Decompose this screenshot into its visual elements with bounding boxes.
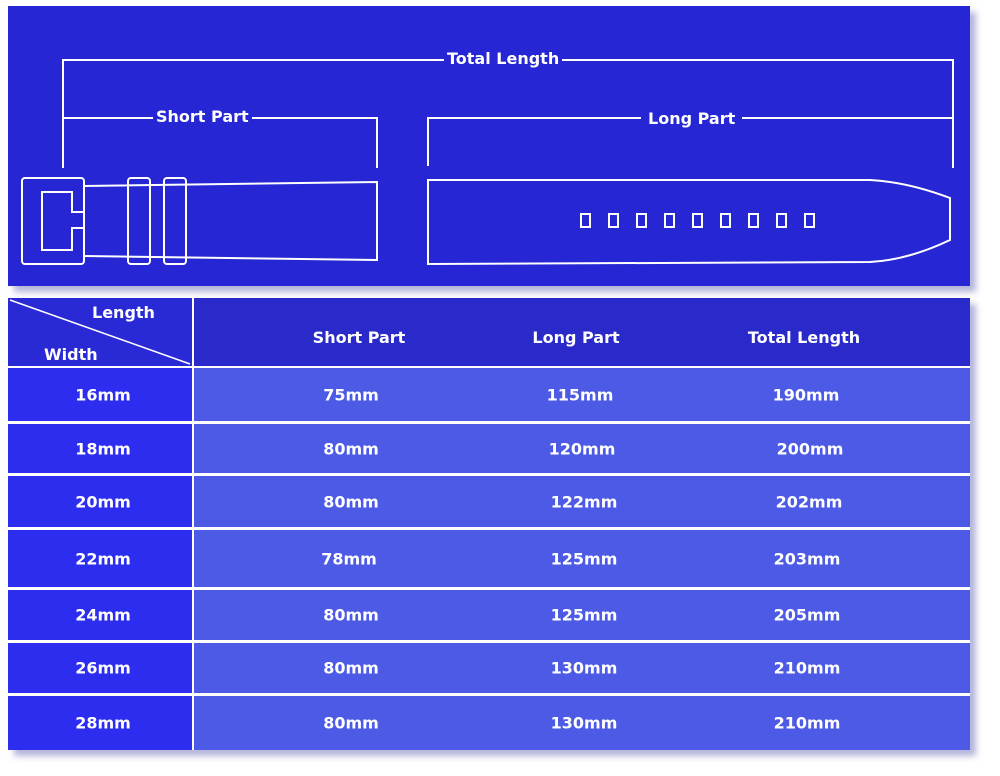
long-part-label: Long Part [641,109,743,129]
total-length-cell: 190mm [772,385,840,404]
short-part-label: Short Part [153,107,252,127]
buckle-frame [21,177,85,265]
table-row: 20mm 80mm 122mm 202mm [8,476,970,527]
short-part-cell: 75mm [323,385,379,404]
long-part-cell: 130mm [550,658,618,678]
table-row: 16mm 75mm 115mm 190mm [8,368,970,421]
total-length-label: Total Length [444,49,563,69]
short-part-cell: 80mm [323,605,379,625]
table-row: 18mm 80mm 120mm 200mm [8,424,970,473]
width-cell: 26mm [75,658,131,678]
strap-drawing [21,59,954,266]
long-part-cell: 125mm [550,549,618,568]
strap-hole [580,213,591,228]
strap-hole [692,213,703,228]
table-row: 28mm 80mm 130mm 210mm [8,696,970,750]
total-length-cell: 210mm [773,658,841,678]
column-header-total-length: Total Length [747,328,861,347]
long-part-cell: 125mm [550,605,618,625]
table-row: 26mm 80mm 130mm 210mm [8,643,970,693]
strap-hole [776,213,787,228]
long-part-cell: 115mm [546,385,614,404]
width-cell: 28mm [75,713,131,733]
total-length-cell: 202mm [775,492,843,511]
short-part-cell: 80mm [323,492,379,511]
strap-keeper-1 [127,177,151,265]
table-row: 24mm 80mm 125mm 205mm [8,590,970,640]
short-part-cell: 80mm [323,658,379,678]
long-part-cell: 122mm [550,492,618,511]
total-length-cell: 205mm [773,605,841,625]
buckle-tongue [41,191,85,251]
corner-length-label: Length [92,303,155,322]
short-part-cell: 78mm [321,549,377,568]
strap-diagram: Total Length Short Part Long Part [8,6,970,286]
total-length-cell: 210mm [773,713,841,733]
width-cell: 22mm [75,549,131,568]
total-length-cell: 203mm [773,549,841,568]
long-part-cell: 120mm [548,439,616,458]
corner-width-label: Width [44,345,98,364]
width-cell: 24mm [75,605,131,625]
strap-hole [804,213,815,228]
table-corner-header: Length Width [8,298,192,366]
size-table: Length Width Short Part Long Part Total … [8,298,970,750]
short-strap-body [83,180,378,262]
long-strap-body [427,179,951,266]
short-part-cell: 80mm [323,713,379,733]
strap-hole [720,213,731,228]
table-header-row: Short Part Long Part Total Length [194,298,970,366]
total-length-cell: 200mm [776,439,844,458]
strap-keeper-2 [163,177,187,265]
long-part-cell: 130mm [550,713,618,733]
short-part-cell: 80mm [323,439,379,458]
column-header-long-part: Long Part [532,328,620,347]
width-cell: 18mm [75,439,131,458]
table-row: 22mm 78mm 125mm 203mm [8,530,970,587]
strap-hole [664,213,675,228]
width-cell: 20mm [75,492,131,511]
column-header-short-part: Short Part [312,328,406,347]
strap-hole [636,213,647,228]
width-cell: 16mm [75,385,131,404]
strap-hole [748,213,759,228]
corner-diagonal [9,299,191,365]
strap-hole [608,213,619,228]
